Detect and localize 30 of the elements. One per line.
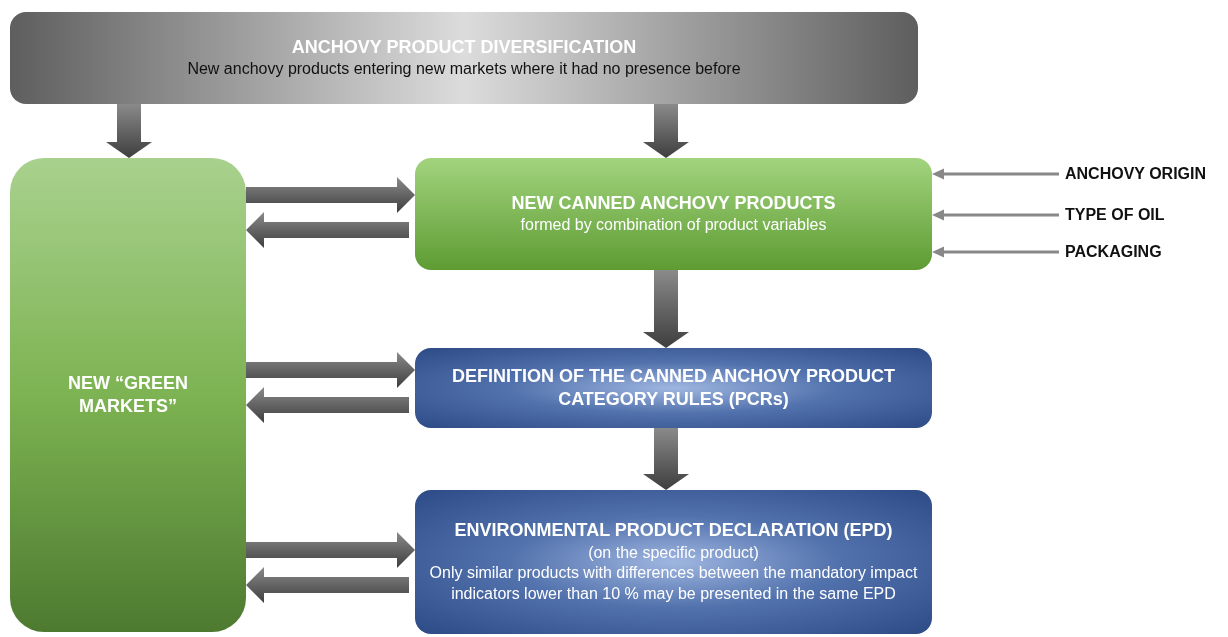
product-box [415, 158, 932, 270]
heading: ANCHOVY PRODUCT DIVERSIFICATION [291, 35, 637, 59]
variable-label: TYPE OF OIL [1065, 206, 1165, 224]
arrow [932, 168, 1059, 180]
heading: NEW “GREEN MARKETS” [67, 371, 189, 418]
description: (on the specific product) [588, 542, 759, 563]
heading: ENVIRONMENTAL PRODUCT DECLARATION (EPD) [454, 519, 893, 543]
declaration-box [415, 490, 932, 634]
market-box [10, 158, 246, 632]
rules-box [415, 348, 932, 428]
arrow [932, 246, 1059, 258]
description: formed by combination of product variables [520, 215, 827, 236]
block-arrow [246, 212, 409, 248]
block-arrow [643, 428, 689, 490]
block-arrow [643, 270, 689, 348]
heading: DEFINITION OF THE CANNED ANCHOVY PRODUCT CATEGORY RULES (PCRs) [451, 364, 896, 411]
block-arrow [106, 104, 152, 158]
block-arrow [246, 567, 409, 603]
block-arrow [643, 104, 689, 158]
block-arrow [246, 352, 415, 388]
block-arrow [246, 177, 415, 213]
variable-label: ANCHOVY ORIGIN [1065, 165, 1207, 183]
title-banner [10, 12, 918, 104]
block-arrow [246, 387, 409, 423]
block-arrow [246, 532, 415, 568]
description: New anchovy products entering new markets where it had no presence before [187, 59, 741, 80]
description: Only similar products with differences between the mandatory impact indicators lower than 10 % may be presented in the same EPD [429, 563, 918, 605]
variable-label: PACKAGING [1065, 243, 1162, 261]
arrow [932, 209, 1059, 221]
heading: NEW CANNED ANCHOVY PRODUCTS [511, 191, 836, 215]
